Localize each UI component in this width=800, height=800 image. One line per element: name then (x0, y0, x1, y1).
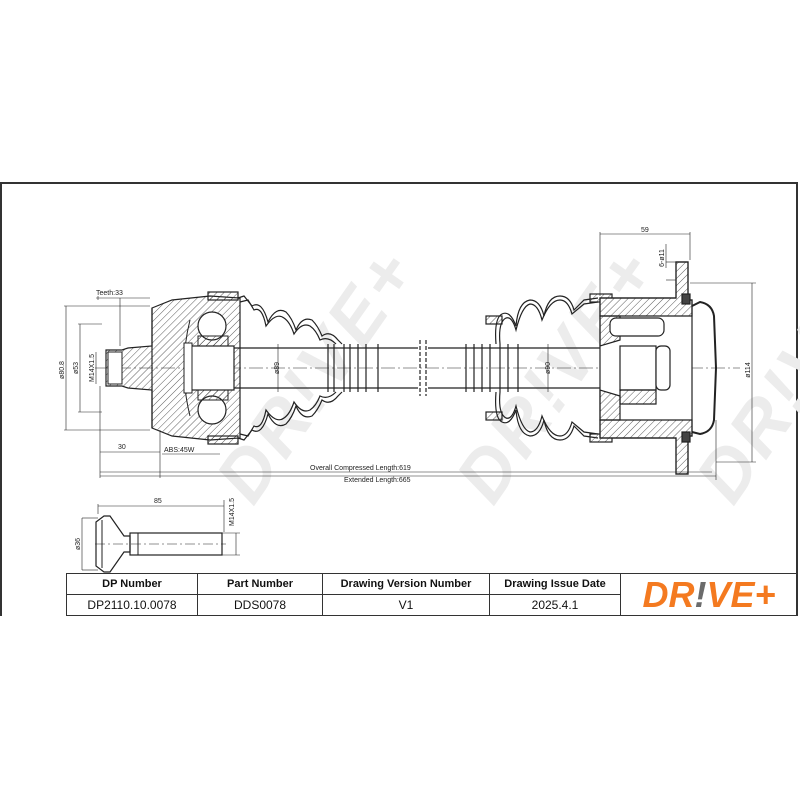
extended-length-label: Extended Length:665 (344, 477, 411, 484)
thread-label: M14X1.5 (89, 354, 96, 382)
outer-dia-label: ø80.8 (59, 361, 66, 379)
brand-logo: DR!VE+ (620, 573, 798, 616)
compressed-length-label: Overall Compressed Length:619 (310, 465, 411, 472)
bolt-holes-label: 6-ø11 (659, 249, 666, 267)
bolt-length-label: 85 (154, 498, 162, 505)
dp-number-value: DP2110.10.0078 (66, 594, 198, 616)
issue-date-value: 2025.4.1 (489, 594, 621, 616)
drawing-frame (0, 182, 798, 616)
header-drawing-version: Drawing Version Number (322, 573, 490, 595)
spline-dia-label: ø53 (73, 362, 80, 374)
shaft-dia-right-label: ø90 (545, 362, 552, 374)
header-issue-date: Drawing Issue Date (489, 573, 621, 595)
header-dp-number: DP Number (66, 573, 198, 595)
flange-width-label: 59 (641, 227, 649, 234)
left-boot (207, 291, 343, 445)
part-number-value: DDS0078 (197, 594, 323, 616)
outer-cv-joint (105, 295, 241, 441)
dimension-lines (64, 232, 756, 480)
bolt-head-dia-label: ø36 (75, 538, 82, 550)
title-block: DP Number Part Number Drawing Version Nu… (66, 573, 798, 616)
bolt-detail (81, 500, 240, 573)
bolt-thread-label: M14X1.5 (229, 498, 236, 526)
header-part-number: Part Number (197, 573, 323, 595)
inner-cv-joint (599, 261, 718, 475)
shaft-dia-left-label: ø89 (274, 362, 281, 374)
drawing-version-value: V1 (322, 594, 490, 616)
flange-dia-label: ø114 (745, 362, 752, 378)
offset-30-label: 30 (118, 444, 126, 451)
shaft (234, 340, 600, 396)
abs-label: ABS:45W (164, 447, 195, 454)
teeth-label: Teeth:33 (96, 290, 123, 297)
